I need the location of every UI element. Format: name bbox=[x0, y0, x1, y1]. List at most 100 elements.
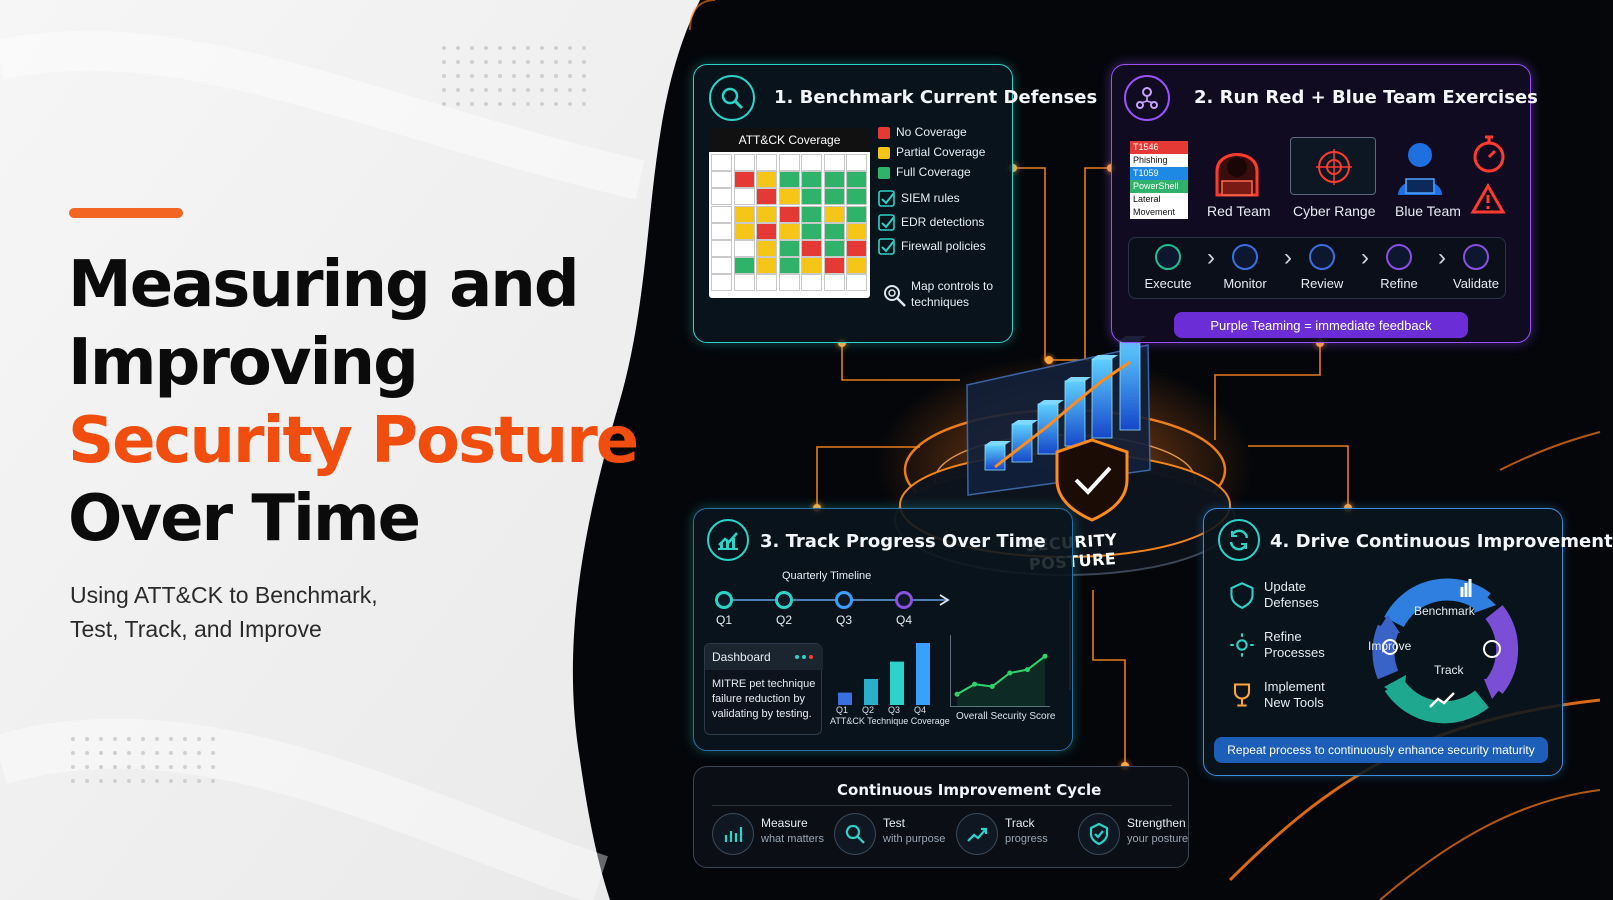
subtitle-line: Test, Track, and Improve bbox=[70, 616, 322, 642]
coverage-cell bbox=[846, 171, 867, 189]
coverage-cell bbox=[778, 188, 800, 206]
coverage-cell bbox=[778, 257, 800, 275]
legend-swatch bbox=[878, 167, 890, 179]
improvement-item: Implement bbox=[1264, 679, 1325, 694]
coverage-cell bbox=[711, 171, 732, 189]
dashboard-text: MITRE pet technique bbox=[712, 678, 816, 690]
step-bar: Execute›Monitor›Review›Refine›Validate bbox=[1128, 237, 1506, 299]
coverage-bar bbox=[916, 643, 930, 705]
red-team-icon bbox=[1215, 153, 1259, 197]
coverage-cell bbox=[733, 240, 755, 257]
score-point bbox=[1024, 667, 1030, 673]
coverage-cell bbox=[778, 205, 800, 223]
trophy-icon bbox=[1233, 683, 1251, 707]
coverage-cell bbox=[756, 171, 777, 189]
coverage-cell bbox=[756, 240, 777, 257]
coverage-cell bbox=[846, 257, 867, 275]
step-label: Review bbox=[1300, 276, 1344, 291]
dashboard-text: validating by testing. bbox=[712, 708, 812, 720]
coverage-cell bbox=[711, 240, 732, 257]
coverage-cell bbox=[823, 257, 845, 275]
coverage-bar bbox=[890, 661, 904, 705]
coverage-cell bbox=[756, 188, 777, 206]
coverage-cell bbox=[733, 257, 755, 275]
score-point bbox=[989, 683, 995, 689]
actor-label: Blue Team bbox=[1395, 203, 1461, 219]
technique-tag: Movement bbox=[1130, 206, 1188, 219]
coverage-cell bbox=[756, 205, 777, 223]
coverage-cell bbox=[778, 274, 800, 292]
shield-icon bbox=[1230, 582, 1254, 610]
coverage-cell bbox=[733, 154, 755, 171]
chevron-right-icon: › bbox=[1207, 244, 1215, 271]
coverage-cell bbox=[846, 222, 867, 240]
technique-tag: T1546 bbox=[1130, 141, 1188, 154]
trend-chart-icon bbox=[707, 519, 749, 561]
title-line: Improving bbox=[68, 326, 419, 400]
step-label: Validate bbox=[1452, 276, 1499, 291]
coverage-cell bbox=[823, 222, 845, 240]
quarter-node bbox=[835, 591, 853, 609]
coverage-cell bbox=[711, 205, 732, 223]
map-controls-label: techniques bbox=[911, 295, 970, 309]
chevron-right-icon: › bbox=[1284, 244, 1292, 271]
improvement-item: Refine bbox=[1264, 629, 1302, 644]
target-icon bbox=[1316, 149, 1352, 185]
coverage-cell bbox=[756, 274, 777, 292]
cyber-range-screen bbox=[1290, 137, 1376, 195]
coverage-cell bbox=[846, 240, 867, 257]
improvement-item: Defenses bbox=[1264, 595, 1319, 610]
improvement-item: Processes bbox=[1264, 645, 1325, 660]
quarter-label: Q2 bbox=[776, 613, 793, 627]
quarter-node bbox=[895, 591, 913, 609]
coverage-cell bbox=[823, 205, 845, 223]
cycle-item-label: Test bbox=[883, 816, 906, 830]
title-highlight: Security Posture bbox=[68, 404, 639, 478]
legend-swatch bbox=[878, 127, 890, 139]
coverage-cell bbox=[823, 188, 845, 206]
coverage-cell bbox=[733, 188, 755, 206]
refresh-icon bbox=[1218, 519, 1260, 561]
panel-track-progress: 3. Track Progress Over Time Quarterly Ti… bbox=[693, 508, 1073, 751]
technique-tag: T1059 bbox=[1130, 167, 1188, 180]
improvement-item: New Tools bbox=[1264, 695, 1324, 710]
coverage-cell bbox=[846, 188, 867, 206]
posture-bar bbox=[1011, 423, 1033, 463]
coverage-cell bbox=[778, 222, 800, 240]
check-label: Firewall policies bbox=[901, 239, 986, 253]
checkbox-icon bbox=[878, 238, 895, 255]
coverage-cell bbox=[711, 257, 732, 275]
cycle-label-benchmark: Benchmark bbox=[1414, 604, 1475, 618]
checkbox-icon bbox=[878, 190, 895, 207]
coverage-bar-label: Q3 bbox=[888, 705, 901, 715]
title-line: Over Time bbox=[68, 482, 421, 556]
quarter-label: Q4 bbox=[896, 613, 913, 627]
check-label: EDR detections bbox=[901, 215, 985, 229]
legend-swatch bbox=[878, 147, 890, 159]
dashboard-title: Dashboard bbox=[712, 650, 771, 664]
cycle-label-track: Track bbox=[1434, 663, 1464, 677]
subtitle-line: Using ATT&CK to Benchmark, bbox=[70, 582, 378, 608]
page-title: Measuring and Improving Security Posture… bbox=[68, 246, 639, 558]
panel-title: Continuous Improvement Cycle bbox=[837, 781, 1102, 799]
coverage-cell bbox=[711, 188, 732, 206]
coverage-cell bbox=[801, 257, 822, 275]
dashboard-text: failure reduction by bbox=[712, 693, 805, 705]
connector-node bbox=[1045, 356, 1053, 364]
coverage-cell bbox=[778, 171, 800, 189]
improvement-cycle-ring bbox=[1372, 578, 1519, 724]
coverage-bar-chart bbox=[838, 643, 930, 705]
coverage-cell bbox=[846, 154, 867, 171]
posture-bar bbox=[1091, 358, 1113, 439]
coverage-cell bbox=[801, 274, 822, 292]
score-point bbox=[1042, 653, 1048, 659]
posture-bar bbox=[1119, 339, 1141, 431]
coverage-cell bbox=[756, 257, 777, 275]
coverage-bar-label: Q4 bbox=[914, 705, 927, 715]
score-chart-label: Overall Security Score bbox=[956, 711, 1056, 722]
actor-label: Cyber Range bbox=[1293, 203, 1376, 219]
panel-title: 3. Track Progress Over Time bbox=[760, 531, 1046, 552]
trend-icon bbox=[956, 813, 998, 855]
